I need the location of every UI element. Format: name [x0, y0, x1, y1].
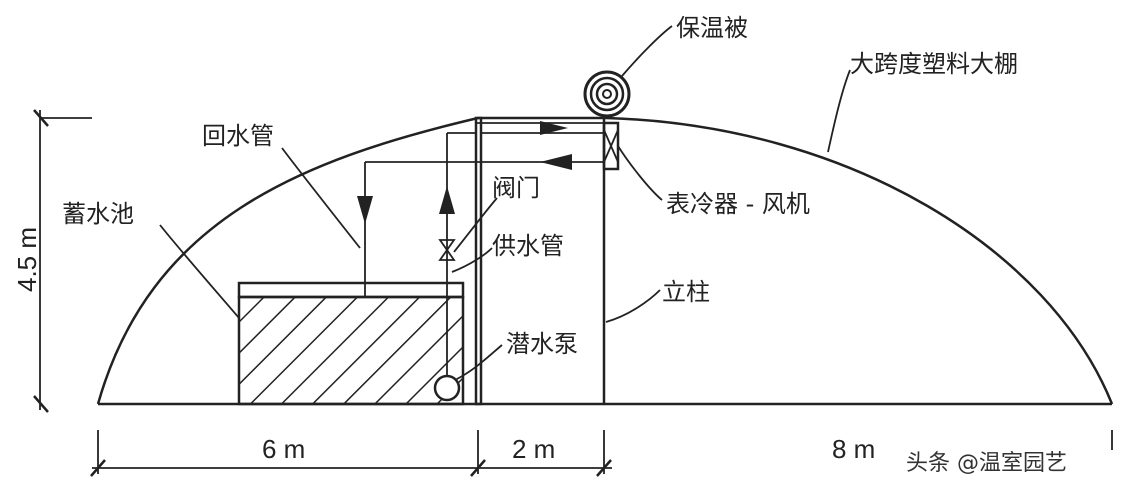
valve-icon — [438, 239, 456, 261]
pump-icon — [433, 374, 461, 402]
leader-blanket — [621, 25, 673, 77]
watermark: 头条 @温室园艺 — [906, 451, 1067, 476]
leader-column — [605, 289, 661, 323]
left-span-label: 6 m — [262, 434, 305, 464]
leader-supply-pipe — [451, 247, 493, 273]
leader-greenhouse — [827, 69, 851, 153]
return-pipe-arrow-left — [540, 154, 572, 170]
middle-span-label: 2 m — [512, 434, 555, 464]
return-pipe-arrow-down — [357, 196, 373, 224]
leader-valve — [453, 197, 498, 253]
label-valve: 阀门 — [492, 174, 540, 202]
height-tick-top — [33, 109, 49, 127]
leader-reservoir — [159, 224, 240, 319]
label-return-pipe: 回水管 — [202, 122, 274, 150]
greenhouse-arch — [96, 116, 1114, 405]
supply-pipe-arrow-up — [439, 186, 455, 214]
right-span-label: 8 m — [832, 434, 875, 464]
label-greenhouse: 大跨度塑料大棚 — [850, 50, 1018, 78]
blanket-roll-icon — [583, 70, 631, 118]
top-pipe-arrow — [540, 121, 568, 135]
cooler-fan-cross-b — [603, 129, 619, 163]
leader-pump — [454, 344, 503, 381]
label-reservoir: 蓄水池 — [62, 200, 134, 228]
height-tick-bottom — [33, 395, 49, 413]
span-tick-0 — [90, 459, 106, 477]
reservoir-rim — [237, 281, 465, 299]
column-left — [474, 116, 483, 406]
leader-return-pipe — [281, 147, 361, 249]
height-dimension-label: 4.5 m — [12, 227, 42, 292]
label-blanket: 保温被 — [676, 14, 748, 42]
span-tick-2 — [596, 459, 612, 477]
label-column: 立柱 — [662, 278, 710, 306]
label-pump: 潜水泵 — [506, 330, 578, 358]
reservoir-water — [237, 295, 465, 406]
label-supply-pipe: 供水管 — [492, 232, 564, 260]
span-tick-1 — [470, 459, 486, 477]
leader-cooler-fan — [617, 145, 663, 201]
label-cooler-fan: 表冷器 - 风机 — [666, 190, 810, 218]
